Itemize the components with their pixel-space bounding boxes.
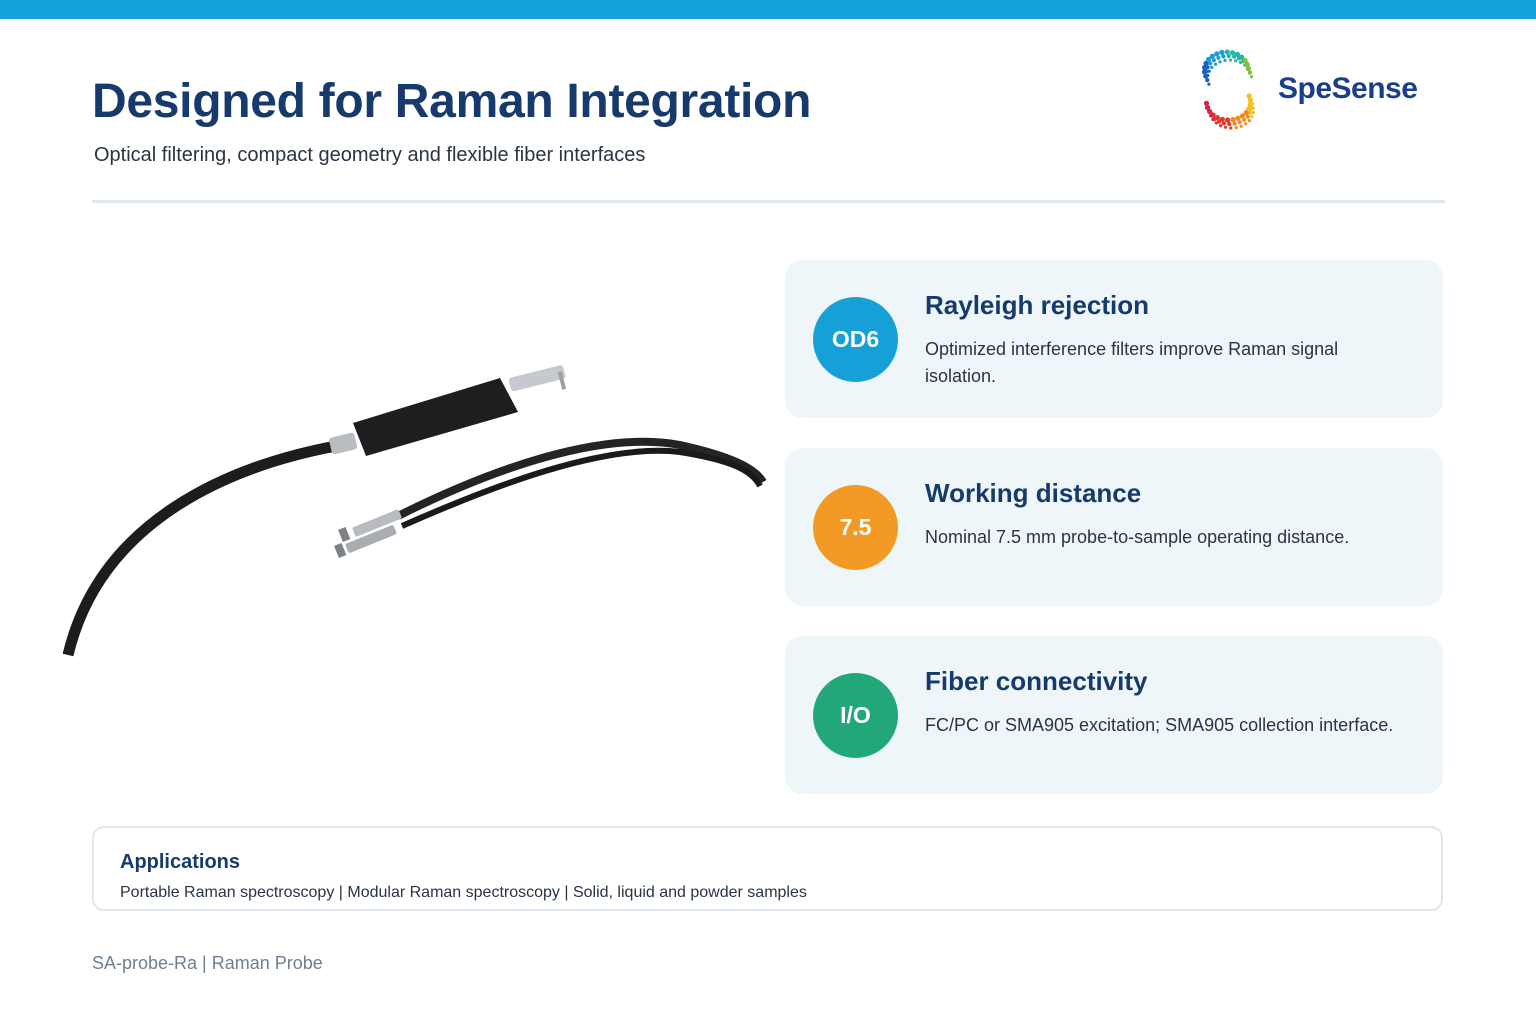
logo-dot (1224, 49, 1230, 55)
logo-dot (1229, 126, 1233, 130)
raman-probe-photo (62, 365, 767, 657)
logo-dot (1239, 113, 1246, 119)
fiber-lead-upper (396, 437, 767, 520)
logo-dot (1203, 100, 1210, 106)
logo-dot (1225, 117, 1231, 123)
logo-dot (1227, 121, 1232, 127)
feature-badge: I/O (813, 673, 898, 758)
applications-box: Applications Portable Raman spectroscopy… (92, 826, 1443, 911)
logo-dot (1250, 115, 1254, 119)
logo-dot (1244, 61, 1250, 67)
logo-dot (1246, 93, 1252, 99)
logo-dot (1211, 117, 1215, 122)
logo-dot (1230, 117, 1236, 123)
logo-dot (1219, 49, 1225, 55)
logo-dot (1221, 54, 1226, 59)
logo-dot (1245, 114, 1250, 119)
feature-title: Working distance (925, 478, 1142, 508)
logo-dot (1219, 124, 1223, 128)
probe-tip-tube (508, 365, 566, 392)
page-subtitle: Optical filtering, compact geometry and … (94, 144, 646, 166)
logo-dot (1211, 58, 1216, 63)
logo-dot (1219, 116, 1225, 122)
page-title: Designed for Raman Integration (92, 75, 812, 128)
applications-list: Portable Raman spectroscopy | Modular Ra… (120, 884, 807, 901)
logo-dot (1207, 82, 1211, 86)
logo-dot (1243, 110, 1249, 116)
top-accent-bar (0, 0, 1536, 19)
logo-dot (1223, 58, 1227, 62)
logo-dot (1247, 101, 1253, 108)
logo-dot (1216, 55, 1221, 60)
feature-title: Fiber connectivity (925, 666, 1148, 696)
feature-title: Rayleigh rejection (925, 290, 1149, 320)
header-divider (92, 200, 1445, 203)
logo-dot (1206, 56, 1212, 62)
logo-dot (1223, 125, 1228, 129)
logo-dot (1247, 70, 1252, 75)
logo-dot (1216, 119, 1222, 124)
fiber-connector-upper (352, 509, 402, 537)
logo-dot (1204, 69, 1209, 74)
logo-dot (1232, 121, 1237, 126)
feature-card-fiber-connectivity: I/O Fiber connectivity FC/PC or SMA905 e… (785, 636, 1443, 794)
logo-dot (1218, 60, 1222, 64)
logo-dot (1234, 126, 1238, 130)
feature-badge: 7.5 (813, 485, 898, 570)
footer-product-label: SA-probe-Ra | Raman Probe (92, 953, 323, 973)
logo-dot (1248, 110, 1253, 115)
product-photo (40, 230, 780, 770)
feature-description: Nominal 7.5 mm probe-to-sample operating… (925, 527, 1350, 547)
logo-dot (1251, 110, 1255, 115)
logo-dot (1205, 65, 1210, 70)
feature-card-rayleigh-rejection: OD6 Rayleigh rejection Optimized interfe… (785, 260, 1443, 418)
fiber-connector-lower (345, 525, 397, 553)
logo-dot (1206, 78, 1210, 82)
probe-body (353, 378, 518, 456)
logo-dot (1234, 59, 1238, 63)
logo-dot (1244, 122, 1248, 126)
logo-dot (1242, 117, 1247, 122)
probe-main-cable (62, 440, 338, 657)
feature-card-working-distance: 7.5 Working distance Nominal 7.5 mm prob… (785, 448, 1443, 606)
logo-dot (1235, 115, 1241, 121)
applications-title: Applications (120, 851, 241, 873)
logo-dot (1209, 53, 1215, 59)
fiber-lead-lower (400, 447, 763, 529)
logo-dot (1242, 57, 1248, 64)
logo-dot (1206, 73, 1210, 78)
logo-dot (1247, 119, 1251, 123)
logo-dot (1214, 121, 1218, 125)
logo-dot (1239, 54, 1245, 60)
logo-dot (1228, 58, 1232, 62)
cable-ferrule (329, 432, 358, 455)
logo-dot (1210, 65, 1214, 69)
brand-logo-text: SpeSense (1278, 72, 1418, 105)
logo-dot (1229, 50, 1236, 56)
spesense-dotted-s-logo-icon (1201, 49, 1256, 130)
logo-dot (1237, 120, 1242, 125)
logo-dot (1234, 51, 1240, 57)
brand-logo: SpeSense (1190, 48, 1440, 132)
logo-dot (1226, 53, 1231, 59)
logo-dot (1245, 66, 1251, 72)
logo-dot (1221, 121, 1226, 126)
feature-badge: OD6 (813, 297, 898, 382)
logo-dot (1214, 51, 1220, 57)
logo-dot (1213, 62, 1218, 66)
logo-dot (1247, 97, 1253, 103)
feature-description: Optimized interference filters improve R… (925, 339, 1339, 386)
feature-description: FC/PC or SMA905 excitation; SMA905 colle… (925, 715, 1394, 735)
logo-dot (1239, 124, 1243, 128)
logo-dot (1209, 114, 1213, 118)
logo-dot (1203, 60, 1209, 66)
logo-dot (1206, 105, 1211, 110)
logo-dot (1249, 75, 1254, 79)
logo-dot (1207, 69, 1211, 73)
logo-dot (1246, 106, 1252, 112)
logo-dot (1208, 109, 1212, 113)
logo-dot (1208, 61, 1213, 66)
